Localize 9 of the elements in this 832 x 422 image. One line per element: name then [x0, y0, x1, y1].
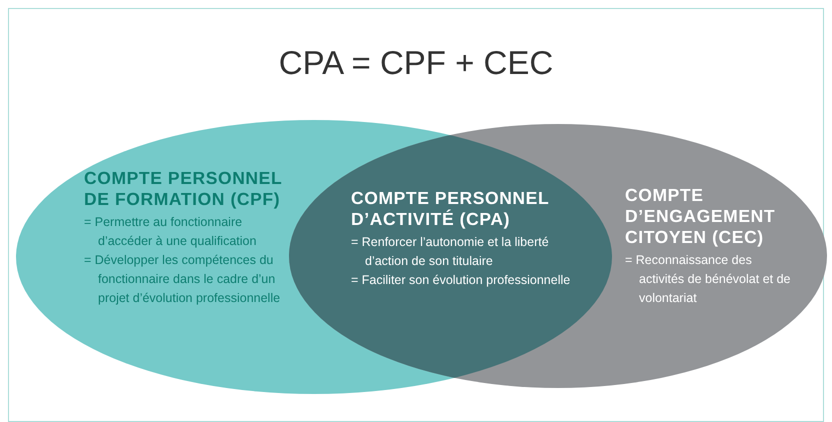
heading: COMPTE PERSONNEL DE FORMATION (CPF) — [84, 168, 283, 210]
bullet-text: = Renforcer l’autonomie et la liberté d’action de son titulaire — [351, 234, 550, 270]
heading: COMPTE PERSONNEL D’ACTIVITÉ (CPA) — [351, 188, 550, 230]
bullet-text: = Reconnaissance des activités de bénévolat et de volontariat — [625, 252, 792, 307]
bullet-text: = Faciliter son évolution professionnelle — [351, 272, 572, 289]
heading: COMPTE D’ENGAGEMENT CITOYEN (CEC) — [625, 185, 776, 248]
bullet-text: = Développer les compétences du fonctionnaire dans le cadre d’un projet d’évolution professionnelle — [84, 252, 282, 307]
bullet-text: = Permettre au fonctionnaire d’accéder à une qualification — [84, 214, 258, 250]
title: CPA = CPF + CEC — [278, 44, 554, 82]
